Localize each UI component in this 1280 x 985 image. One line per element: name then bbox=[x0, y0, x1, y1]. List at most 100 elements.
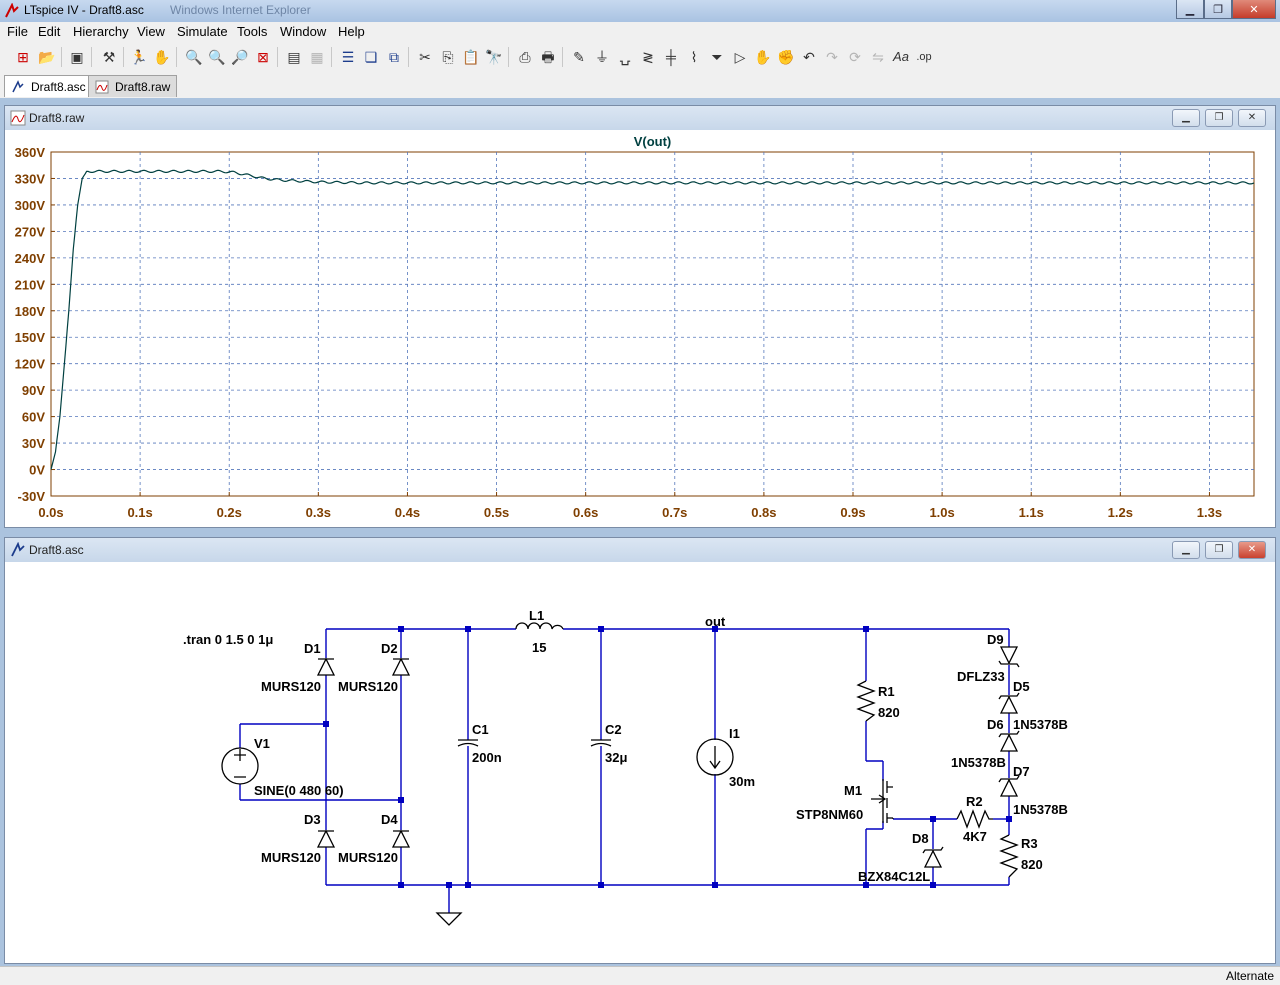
menu-view[interactable]: View bbox=[137, 24, 165, 39]
zoom-in-icon[interactable]: 🔍 bbox=[185, 49, 203, 65]
resistor-r3-symbol bbox=[999, 834, 1019, 878]
schematic-window-title: Draft8.asc bbox=[29, 543, 84, 557]
menu-help[interactable]: Help bbox=[338, 24, 365, 39]
schematic-close-button[interactable]: ✕ bbox=[1238, 541, 1266, 559]
tab-label: Draft8.asc bbox=[31, 79, 86, 94]
new-schematic-icon[interactable]: ⊞ bbox=[17, 49, 29, 65]
zoom-out-icon[interactable]: 🔎 bbox=[231, 49, 249, 65]
control-panel-icon[interactable]: ⚒ bbox=[102, 49, 116, 65]
schematic-restore-button[interactable]: ❐ bbox=[1205, 541, 1233, 559]
menu-window[interactable]: Window bbox=[280, 24, 327, 39]
toolbar-separator bbox=[91, 47, 92, 67]
waveform-restore-button[interactable]: ❐ bbox=[1205, 109, 1233, 127]
x-tick-label: 0.5s bbox=[484, 505, 509, 520]
plot-frame bbox=[50, 151, 1255, 497]
schematic-canvas[interactable]: .tran 0 1.5 0 1μ out D1 MURS120 D2 MURS1… bbox=[11, 562, 1267, 957]
minimize-button[interactable]: ▁ bbox=[1176, 0, 1204, 19]
waveform-icon bbox=[95, 80, 109, 93]
zoom-fit-icon[interactable]: ⊠ bbox=[257, 49, 269, 65]
print-icon[interactable]: 🖶 bbox=[541, 49, 555, 65]
save-icon[interactable]: ▣ bbox=[70, 49, 84, 65]
autorange-icon[interactable]: ▤ bbox=[287, 49, 301, 65]
rotate-icon[interactable]: ⟳ bbox=[849, 49, 861, 65]
menu-bar: File Edit Hierarchy View Simulate Tools … bbox=[0, 22, 1280, 42]
zener-d7-symbol bbox=[998, 775, 1020, 797]
window-title: LTspice IV - Draft8.asc bbox=[24, 3, 144, 17]
undo-icon[interactable]: ↶ bbox=[803, 49, 815, 65]
component-icon[interactable]: ▷ bbox=[734, 49, 746, 65]
l1-value: 15 bbox=[532, 640, 546, 655]
text-icon[interactable]: Aa bbox=[893, 49, 909, 64]
schematic-minimize-button[interactable]: ▁ bbox=[1172, 541, 1200, 559]
menu-edit[interactable]: Edit bbox=[38, 24, 61, 39]
y-tick-label: 180V bbox=[15, 304, 46, 319]
menu-file[interactable]: File bbox=[7, 24, 28, 39]
diode-icon[interactable]: ⏷ bbox=[711, 49, 723, 65]
resistor-icon[interactable]: ≷ bbox=[642, 49, 654, 65]
maximize-button[interactable]: ❐ bbox=[1204, 0, 1232, 19]
background-window-title: Windows Internet Explorer bbox=[170, 3, 311, 17]
net-label-out: out bbox=[705, 614, 726, 629]
spice-directive[interactable]: .tran 0 1.5 0 1μ bbox=[183, 632, 273, 647]
menu-simulate[interactable]: Simulate bbox=[177, 24, 228, 39]
current-source-symbol bbox=[696, 738, 734, 776]
schematic-window-header: Draft8.asc ▁ ❐ ✕ bbox=[5, 538, 1275, 562]
x-tick-label: 0.7s bbox=[662, 505, 687, 520]
print-preview-icon[interactable]: ⎙ bbox=[519, 49, 531, 65]
y-tick-label: 60V bbox=[22, 410, 45, 425]
close-button[interactable]: ✕ bbox=[1232, 0, 1276, 19]
inductor-icon[interactable]: ⌇ bbox=[690, 49, 698, 65]
waveform-close-button[interactable]: ✕ bbox=[1238, 109, 1266, 127]
y-tick-label: 30V bbox=[22, 436, 45, 451]
d8-ref: D8 bbox=[912, 831, 929, 846]
toolbar-separator bbox=[408, 47, 409, 67]
label-net-icon[interactable]: ⍽ bbox=[619, 49, 631, 65]
i1-value: 30m bbox=[729, 774, 755, 789]
tab-label: Draft8.raw bbox=[115, 79, 171, 94]
redo-icon[interactable]: ↷ bbox=[826, 49, 838, 65]
d5-ref: D5 bbox=[1013, 679, 1030, 694]
x-tick-label: 1.0s bbox=[929, 505, 954, 520]
tab-draft8-asc[interactable]: Draft8.asc bbox=[4, 75, 93, 97]
paste-icon[interactable]: 📋 bbox=[462, 49, 480, 65]
d7-value: 1N5378B bbox=[1013, 802, 1068, 817]
tile-horizontal-icon[interactable]: ☰ bbox=[341, 49, 355, 65]
halt-icon[interactable]: ✋ bbox=[153, 49, 171, 65]
menu-tools[interactable]: Tools bbox=[237, 24, 268, 39]
c2-ref: C2 bbox=[605, 722, 622, 737]
draw-wire-icon[interactable]: ✎ bbox=[573, 49, 585, 65]
mark-unref-icon[interactable]: ▦ bbox=[310, 49, 324, 65]
cut-icon[interactable]: ✂ bbox=[419, 49, 431, 65]
y-tick-label: 240V bbox=[15, 251, 46, 266]
drag-icon[interactable]: ✊ bbox=[777, 49, 795, 65]
trace-title: V(out) bbox=[634, 134, 672, 149]
cascade-icon[interactable]: ❏ bbox=[364, 49, 378, 65]
r1-value: 820 bbox=[878, 705, 900, 720]
ground-icon[interactable]: ⏚ bbox=[595, 49, 609, 65]
capacitor-c1-symbol bbox=[457, 739, 479, 747]
c2-value: 32μ bbox=[605, 750, 627, 765]
move-icon[interactable]: ✋ bbox=[754, 49, 772, 65]
waveform-minimize-button[interactable]: ▁ bbox=[1172, 109, 1200, 127]
r2-ref: R2 bbox=[966, 794, 983, 809]
run-icon[interactable]: 🏃 bbox=[130, 49, 148, 65]
x-tick-label: 0.6s bbox=[573, 505, 598, 520]
close-all-icon[interactable]: ⧉ bbox=[389, 49, 399, 65]
diode-d3-symbol bbox=[316, 829, 336, 848]
x-tick-label: 0.8s bbox=[751, 505, 776, 520]
y-tick-label: 270V bbox=[15, 224, 46, 239]
menu-hierarchy[interactable]: Hierarchy bbox=[73, 24, 129, 39]
diode-d4-symbol bbox=[391, 829, 411, 848]
tab-draft8-raw[interactable]: Draft8.raw bbox=[88, 75, 178, 97]
mirror-icon[interactable]: ⇋ bbox=[872, 49, 884, 65]
toolbar-separator bbox=[331, 47, 332, 67]
capacitor-icon[interactable]: ╪ bbox=[666, 49, 676, 65]
y-tick-label: 0V bbox=[29, 463, 45, 478]
open-icon[interactable]: 📂 bbox=[38, 49, 56, 65]
copy-icon[interactable]: ⎘ bbox=[442, 49, 454, 65]
v1-ref: V1 bbox=[254, 736, 270, 751]
zoom-pan-icon[interactable]: 🔍 bbox=[208, 49, 226, 65]
find-icon[interactable]: 🔭 bbox=[485, 49, 503, 65]
spice-directive-icon[interactable]: .op bbox=[916, 51, 932, 63]
waveform-plot[interactable]: 360V330V300V270V240V210V180V150V120V90V6… bbox=[5, 130, 1273, 526]
